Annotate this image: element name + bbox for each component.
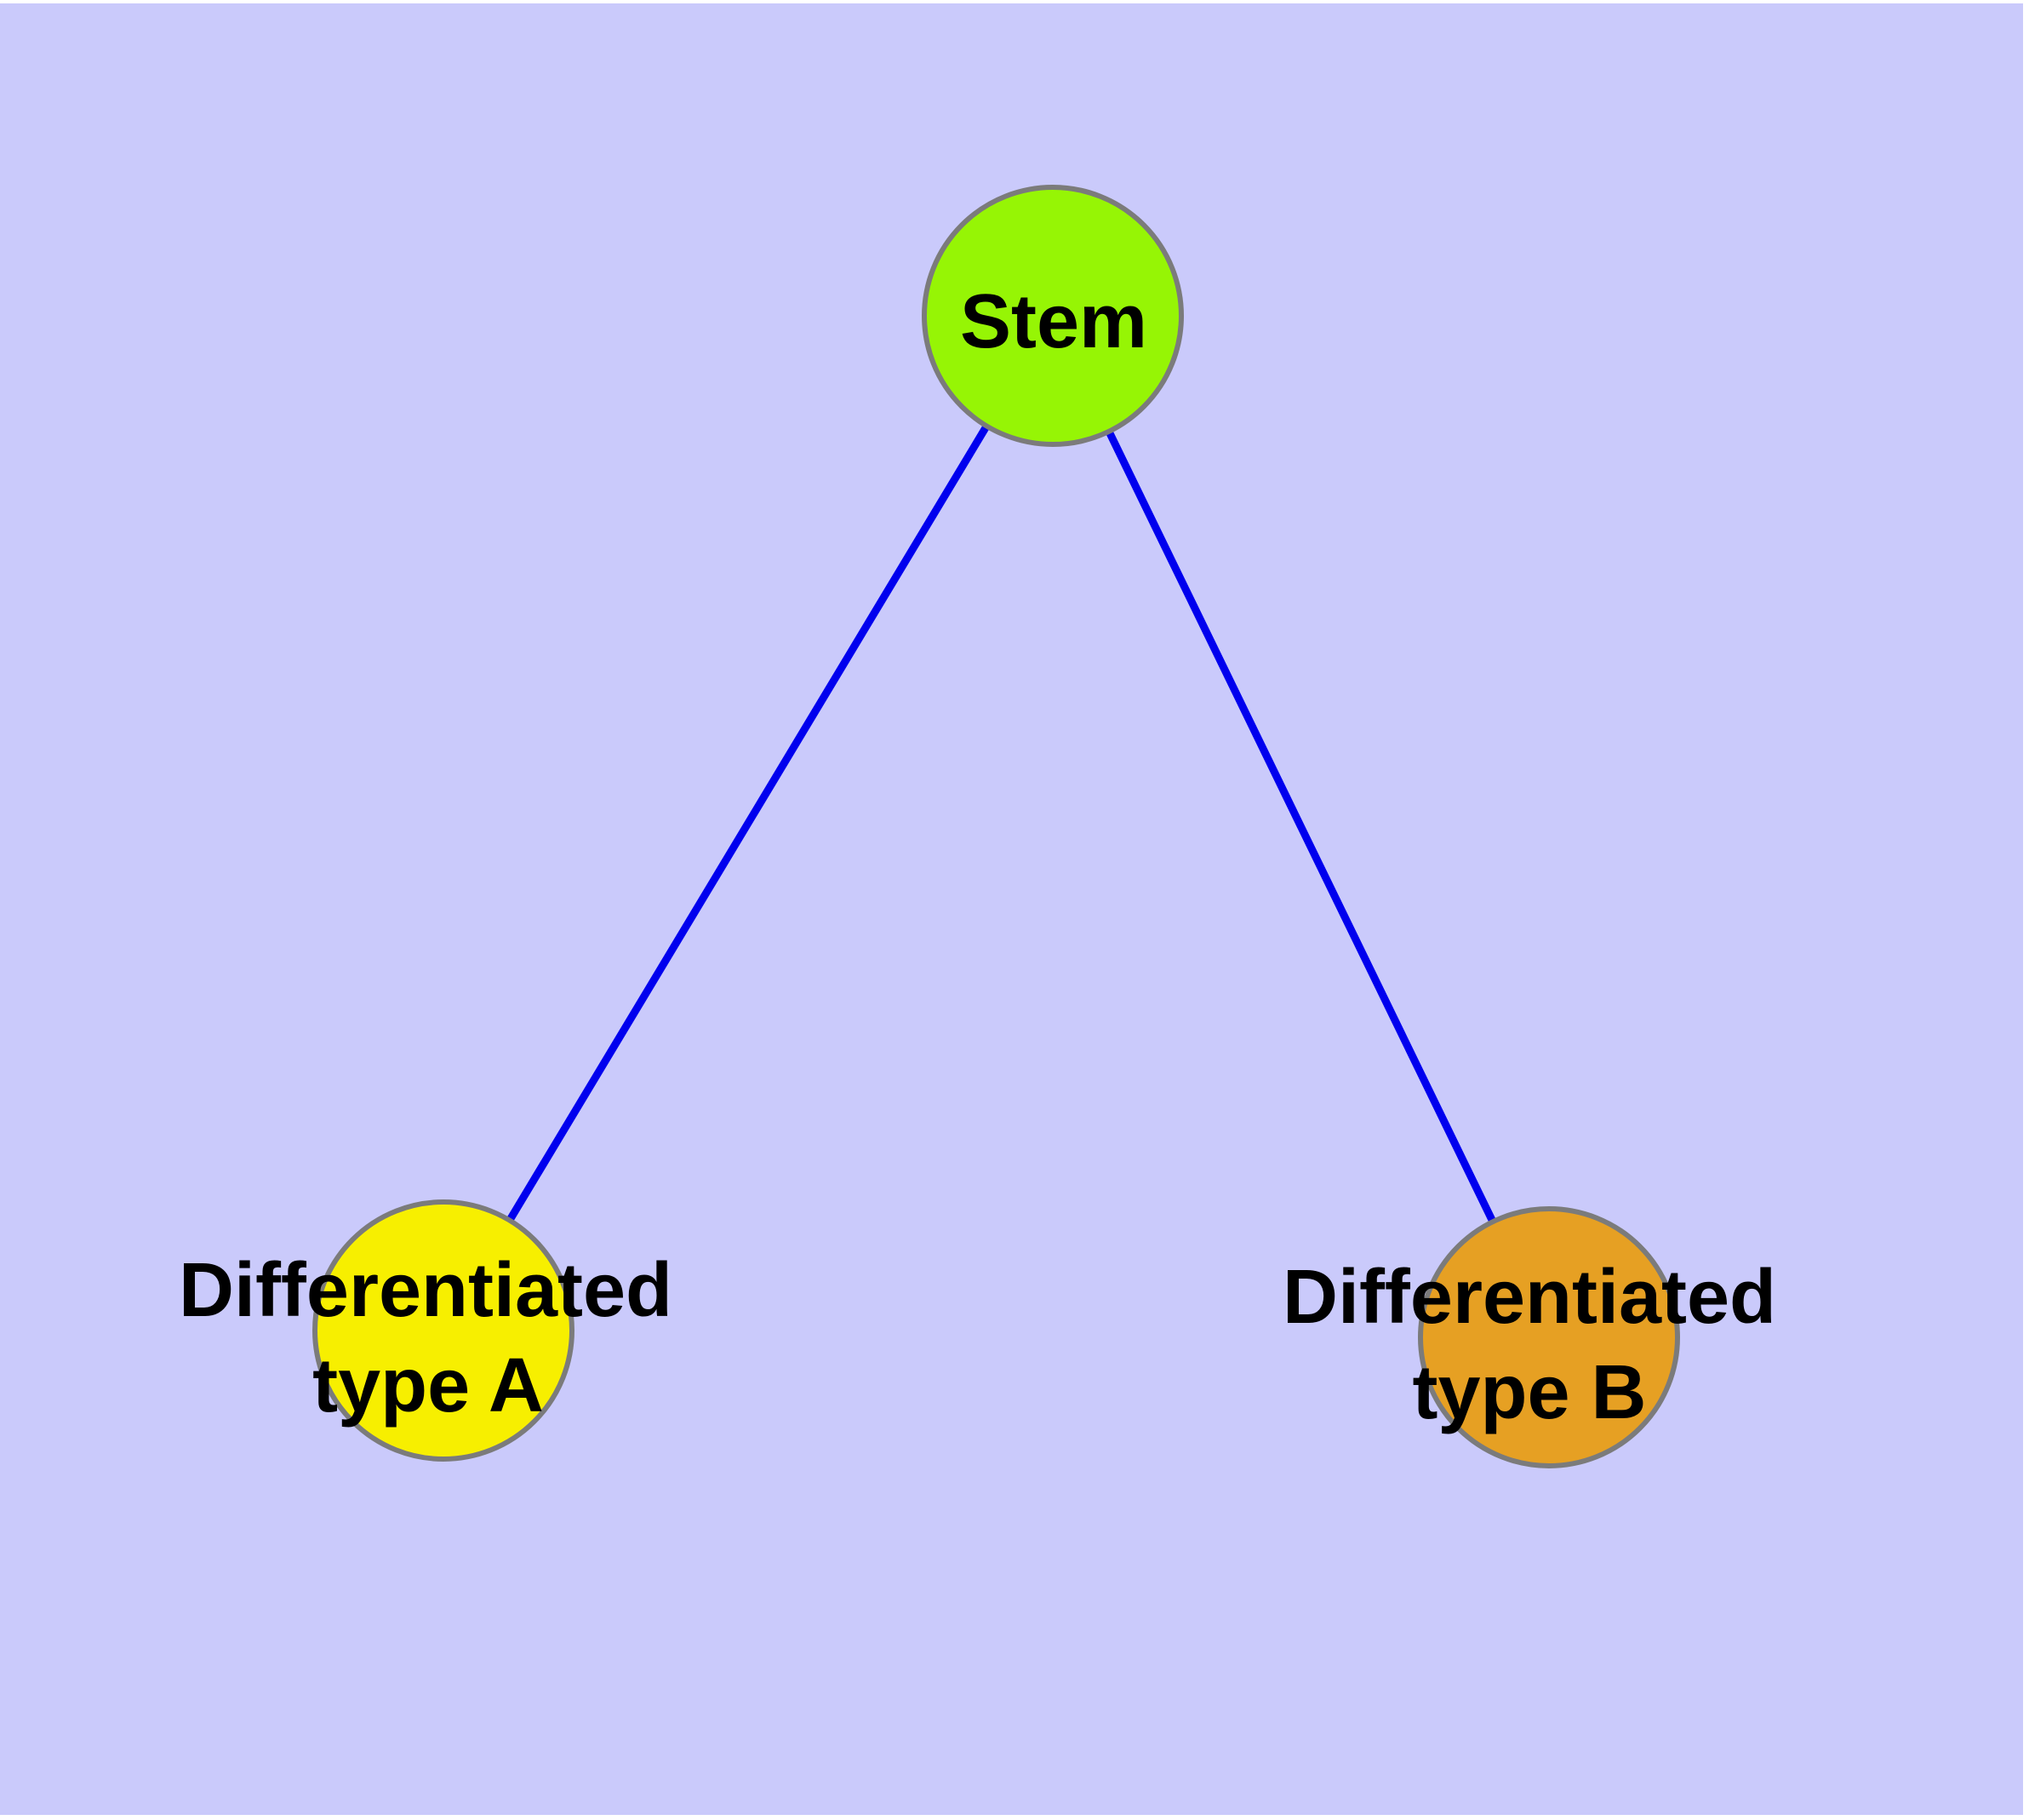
node-type-b-label-line1: Differentiated — [1283, 1255, 1776, 1340]
edge-stem-to-type-a — [439, 312, 1057, 1335]
node-stem-label: Stem — [960, 279, 1147, 364]
node-differentiated-type-a — [312, 1199, 574, 1462]
node-type-a-label-line2: type A — [312, 1343, 544, 1428]
node-differentiated-type-b — [1418, 1206, 1680, 1468]
node-type-a-label-line1: Differentiated — [179, 1248, 672, 1333]
node-stem — [922, 185, 1184, 447]
node-type-b-label-line2: type B — [1412, 1350, 1646, 1435]
edge-stem-to-type-b — [1049, 312, 1553, 1342]
